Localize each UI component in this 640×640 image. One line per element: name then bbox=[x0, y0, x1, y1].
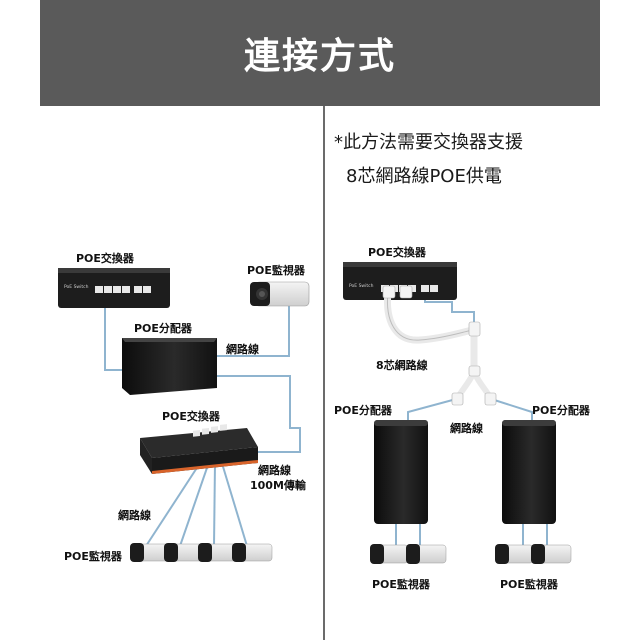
label-left-poe-switch-top: POE交換器 bbox=[76, 252, 134, 265]
label-left-cable-1: 網路線 bbox=[226, 343, 259, 356]
requirement-note-line2: 8芯網路線POE供電 bbox=[346, 166, 502, 187]
left-middle-poe-switch bbox=[140, 424, 258, 474]
camera-icon bbox=[495, 544, 534, 564]
label-right-splitter-right: POE分配器 bbox=[532, 404, 590, 417]
camera-icon bbox=[198, 543, 237, 562]
right-splitter-left bbox=[374, 420, 428, 524]
wire-cam-1 bbox=[145, 459, 203, 547]
label-left-cable-2-line2: 100M傳輸 bbox=[250, 479, 306, 492]
label-left-cable-3: 網路線 bbox=[118, 509, 151, 522]
wire-splitter-to-switch bbox=[217, 375, 301, 453]
title-banner: 連接方式 bbox=[40, 0, 600, 106]
camera-icon bbox=[232, 543, 273, 562]
label-left-poe-camera-top: POE監視器 bbox=[247, 264, 305, 277]
label-right-splitter-left: POE分配器 bbox=[334, 404, 392, 417]
requirement-note-line1: *此方法需要交換器支援 bbox=[334, 132, 523, 153]
wire-cam-2 bbox=[179, 461, 210, 547]
switch-badge-text: PoE Switch bbox=[64, 284, 89, 290]
label-right-poe-switch: POE交換器 bbox=[368, 246, 426, 259]
label-left-cable-2-line1: 網路線 bbox=[258, 464, 291, 477]
center-divider bbox=[323, 106, 325, 640]
camera-icon bbox=[406, 544, 447, 564]
label-right-cameras-right: POE監視器 bbox=[500, 578, 558, 591]
left-top-poe-camera bbox=[250, 281, 310, 307]
wire-cam-3 bbox=[213, 461, 216, 547]
right-8core-cable bbox=[382, 285, 497, 406]
label-right-8core-cable: 8芯網路線 bbox=[376, 359, 428, 372]
wire-cam-4 bbox=[220, 459, 248, 547]
camera-icon bbox=[531, 544, 572, 564]
wire-camera-to-splitter bbox=[217, 306, 290, 357]
label-left-poe-splitter: POE分配器 bbox=[134, 322, 192, 335]
right-splitter-right bbox=[502, 420, 556, 524]
left-bottom-cameras bbox=[130, 543, 273, 562]
left-wires bbox=[104, 306, 301, 547]
label-left-poe-cameras: POE監視器 bbox=[64, 550, 122, 563]
camera-icon bbox=[130, 543, 169, 562]
left-poe-splitter bbox=[122, 338, 217, 395]
switch-badge-text: PoE Switch bbox=[349, 283, 374, 289]
right-cameras-left bbox=[370, 544, 447, 564]
label-right-cable: 網路線 bbox=[450, 422, 483, 435]
camera-icon bbox=[164, 543, 203, 562]
label-right-cameras-left: POE監視器 bbox=[372, 578, 430, 591]
camera-icon bbox=[370, 544, 409, 564]
right-cameras-right bbox=[495, 544, 572, 564]
wire-switch-to-8core bbox=[424, 294, 475, 326]
wire-switch-to-splitter bbox=[104, 307, 122, 371]
left-top-poe-switch: PoE Switch bbox=[58, 268, 170, 308]
page-title: 連接方式 bbox=[243, 36, 396, 77]
label-left-poe-switch-mid: POE交換器 bbox=[162, 410, 220, 423]
